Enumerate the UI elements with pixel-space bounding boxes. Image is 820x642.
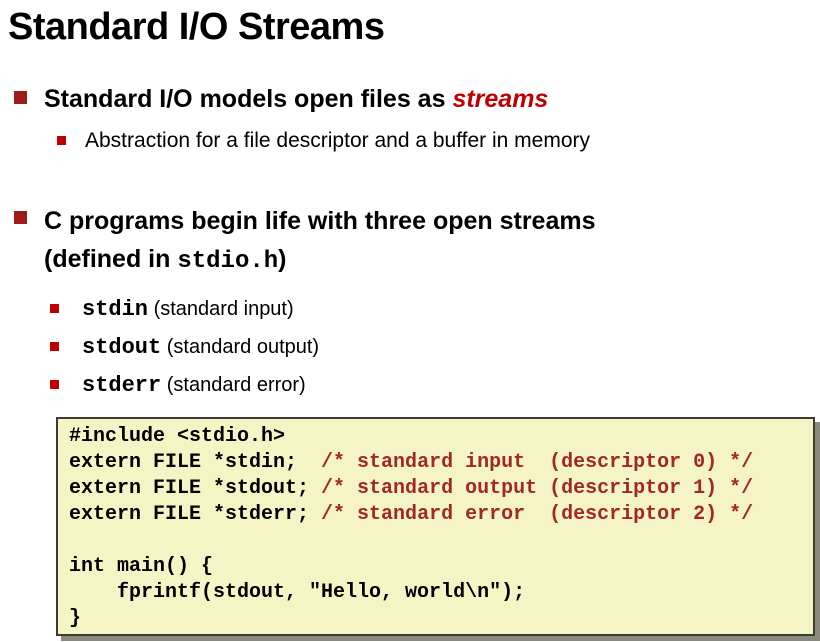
defined-in-prefix: (defined in: [44, 245, 178, 273]
sub-bullet-square-icon: [57, 136, 66, 145]
defined-in-suffix: ): [278, 245, 287, 273]
bullet-streams: Standard I/O models open files as stream…: [0, 82, 820, 116]
code-line: }: [69, 606, 813, 632]
code-line: extern FILE *stdin; /* standard input (d…: [69, 450, 813, 476]
sub-bullet-abstraction-text: Abstraction for a file descriptor and a …: [85, 129, 591, 152]
stdin-mono: stdin: [82, 297, 149, 322]
code-comment: /* standard error (descriptor 2) */: [321, 503, 754, 526]
stderr-mono: stderr: [82, 373, 162, 398]
bullet-three-streams-line1: C programs begin life with three open st…: [44, 207, 596, 235]
stdout-desc: (standard output): [161, 336, 320, 358]
bullet-streams-text: Standard I/O models open files as stream…: [44, 82, 548, 116]
code-line: [69, 528, 813, 554]
code-text: extern FILE *stderr;: [69, 503, 322, 526]
bullet-three-streams: C programs begin life with three open st…: [0, 202, 820, 281]
code-line: extern FILE *stdout; /* standard output …: [69, 476, 813, 502]
code-text: #include <stdio.h>: [69, 425, 286, 448]
code-line: fprintf(stdout, "Hello, world\n");: [69, 580, 813, 606]
sub-bullet-stdin: stdin (standard input): [0, 292, 820, 330]
bullet-square-icon: [14, 91, 27, 104]
stdio-h-mono: stdio.h: [177, 248, 279, 275]
stderr-item: stderr (standard error): [82, 368, 306, 403]
bullet-three-streams-text: C programs begin life with three open st…: [44, 202, 596, 281]
code-comment: /* standard output (descriptor 1) */: [321, 477, 754, 500]
stdout-mono: stdout: [82, 335, 162, 360]
sub-bullet-stdout: stdout (standard output): [0, 330, 820, 368]
sub-bullet-abstraction: Abstraction for a file descriptor and a …: [0, 126, 820, 156]
code-text: int main() {: [69, 555, 214, 578]
stdin-desc: (standard input): [148, 298, 294, 320]
code-text: }: [69, 607, 82, 630]
stdin-item: stdin (standard input): [82, 292, 294, 327]
sub-bullet-square-icon: [50, 342, 59, 351]
bullet-square-icon: [14, 211, 27, 224]
sub-bullet-stderr: stderr (standard error): [0, 368, 820, 406]
slide-title: Standard I/O Streams: [8, 6, 385, 48]
streams-emphasis: streams: [452, 85, 549, 113]
code-snippet-box: #include <stdio.h> extern FILE *stdin; /…: [56, 417, 815, 636]
code-text: extern FILE *stdin;: [69, 451, 322, 474]
sub-bullet-square-icon: [50, 380, 59, 389]
slide: Standard I/O Streams Standard I/O models…: [0, 4, 820, 642]
bullet-streams-text-plain: Standard I/O models open files as: [44, 85, 453, 113]
code-line: int main() {: [69, 554, 813, 580]
sub-bullet-square-icon: [50, 304, 59, 313]
stderr-desc: (standard error): [161, 374, 306, 396]
code-comment: /* standard input (descriptor 0) */: [321, 451, 754, 474]
code-line: extern FILE *stderr; /* standard error (…: [69, 502, 813, 528]
stdout-item: stdout (standard output): [82, 330, 319, 365]
code-text: extern FILE *stdout;: [69, 477, 322, 500]
code-text: fprintf(stdout, "Hello, world\n");: [69, 581, 526, 604]
code-line: #include <stdio.h>: [69, 424, 813, 450]
